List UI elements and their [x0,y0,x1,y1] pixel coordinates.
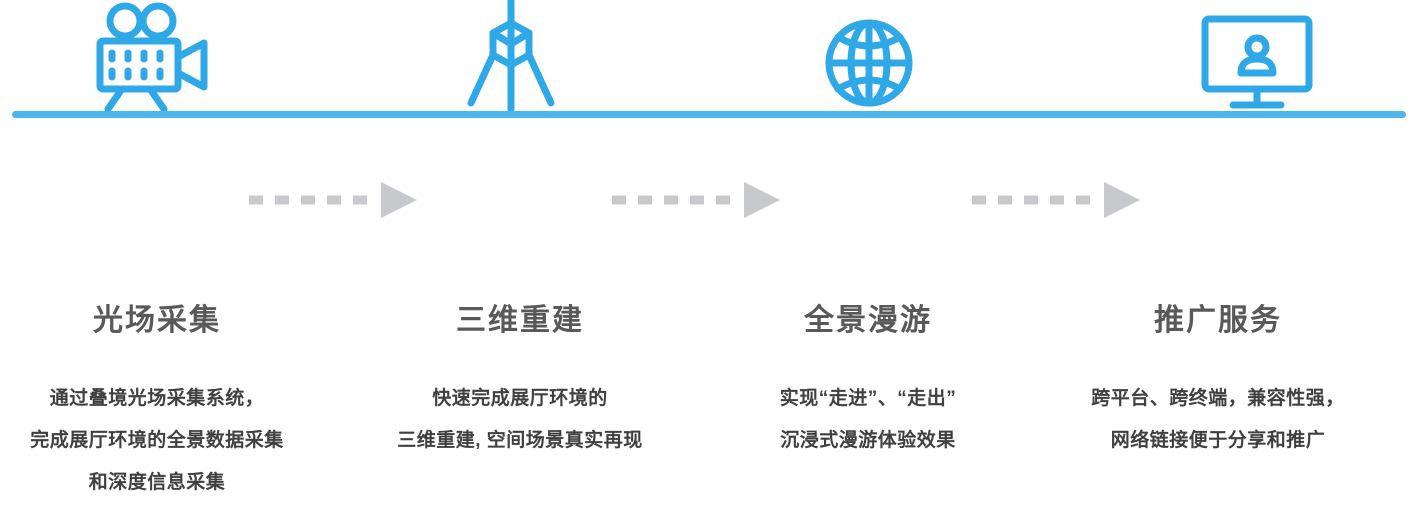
step-3-title: 全景漫游 [804,304,932,337]
step-3-desc-line-2: 沉浸式漫游体验效果 [780,430,956,451]
step-4-icon-cell [1080,0,1418,111]
step-1-desc-line-3: 和深度信息采集 [88,472,226,493]
desktop-monitor-user-icon [1201,15,1313,111]
step-1-title: 光场采集 [93,304,221,337]
icon-row [0,0,1418,113]
step-3-icon-cell [692,0,1046,111]
step-2-desc-line-2: 三维重建, 空间场景真实再现 [397,430,643,451]
step-4-desc-line-1: 跨平台、跨终端，兼容性强， [1091,388,1345,409]
step-4-description: 跨平台、跨终端，兼容性强， 网络链接便于分享和推广 [1041,378,1395,462]
baseline-divider [12,111,1406,118]
arrow-step-2-to-3 [608,175,788,225]
film-camera-icon [88,1,218,113]
step-1-description: 通过叠境光场采集系统， 完成展厅环境的全景数据采集 和深度信息采集 [0,378,334,504]
step-3-text-column: 全景漫游 实现“走进”、“走出” 沉浸式漫游体验效果 [691,300,1045,462]
step-1-desc-line-1: 通过叠境光场采集系统， [49,388,265,409]
globe-icon [821,11,917,111]
step-1-text-column: 光场采集 通过叠境光场采集系统， 完成展厅环境的全景数据采集 和深度信息采集 [0,300,334,504]
step-3-desc-line-1: 实现“走进”、“走出” [779,388,957,409]
step-4-text-column: 推广服务 跨平台、跨终端，兼容性强， 网络链接便于分享和推广 [1041,300,1395,462]
step-2-title: 三维重建 [456,304,584,337]
3d-tripod-scanner-icon [463,0,559,113]
arrow-step-3-to-4 [968,175,1148,225]
arrow-row [0,175,1418,235]
step-4-desc-line-2: 网络链接便于分享和推广 [1110,430,1326,451]
step-3-description: 实现“走进”、“走出” 沉浸式漫游体验效果 [691,378,1045,462]
step-4-title: 推广服务 [1154,304,1282,337]
step-1-icon-cell [0,0,330,113]
step-2-text-column: 三维重建 快速完成展厅环境的 三维重建, 空间场景真实再现 [343,300,697,462]
step-1-desc-line-2: 完成展厅环境的全景数据采集 [30,430,284,451]
step-2-desc-line-1: 快速完成展厅环境的 [432,388,608,409]
step-2-description: 快速完成展厅环境的 三维重建, 空间场景真实再现 [343,378,697,462]
step-2-icon-cell [334,0,688,113]
arrow-step-1-to-2 [245,175,425,225]
